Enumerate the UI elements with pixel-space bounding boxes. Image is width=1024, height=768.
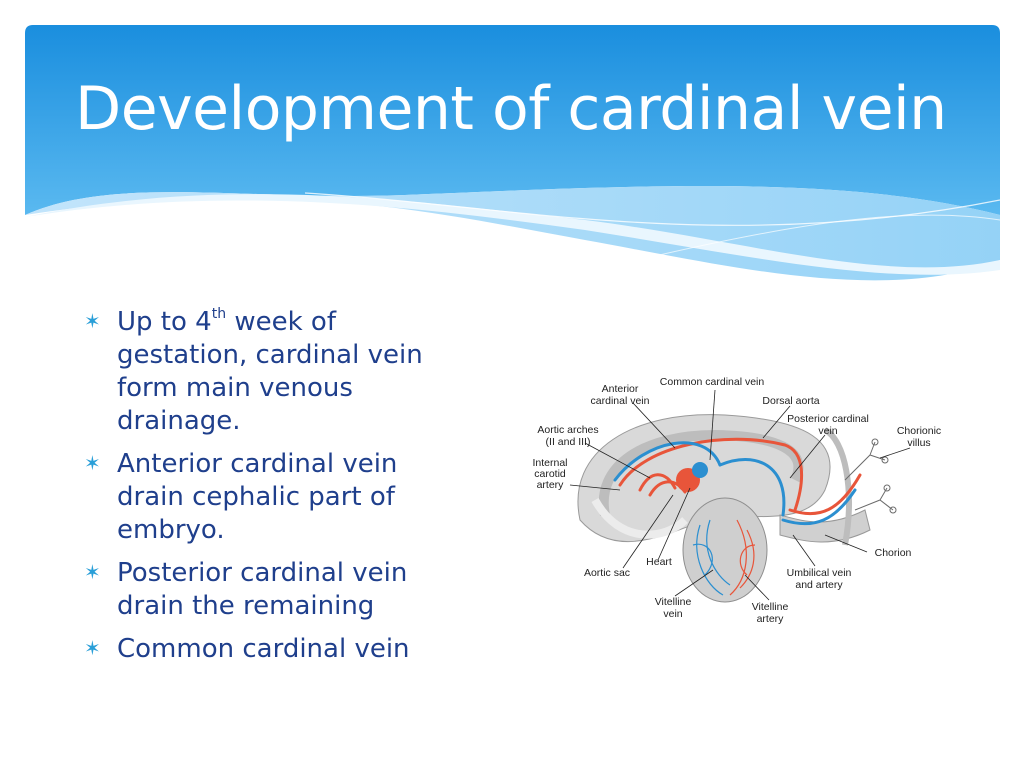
bullet-text: Common cardinal vein bbox=[117, 634, 410, 664]
asterisk-bullet-icon: ✶ bbox=[84, 560, 101, 584]
bullet-item: ✶ Up to 4th week of gestation, cardinal … bbox=[84, 306, 464, 438]
bullet-text-part: Up to 4 bbox=[117, 307, 212, 337]
label-common-cardinal-vein: Common cardinal vein bbox=[660, 376, 765, 388]
slide-title: Development of cardinal vein bbox=[75, 74, 947, 144]
asterisk-bullet-icon: ✶ bbox=[84, 636, 101, 660]
label-aortic-sac: Aortic sac bbox=[584, 567, 630, 579]
connecting-stalk bbox=[779, 509, 871, 543]
bullet-text: Anterior cardinal vein drain cephalic pa… bbox=[117, 449, 398, 545]
bullet-text: Posterior cardinal vein drain the remain… bbox=[117, 558, 408, 621]
umbilical-vein bbox=[781, 488, 857, 526]
asterisk-bullet-icon: ✶ bbox=[84, 451, 101, 475]
bullet-text: Up to 4th week of gestation, cardinal ve… bbox=[117, 307, 423, 436]
yolk-sac bbox=[682, 497, 768, 603]
label-chorion: Chorion bbox=[875, 547, 912, 559]
posterior-cardinal-vein bbox=[718, 457, 786, 517]
chorionic-villi bbox=[844, 438, 897, 514]
bullet-item: ✶ Anterior cardinal vein drain cephalic … bbox=[84, 448, 464, 547]
anterior-cardinal-vein bbox=[613, 441, 722, 482]
asterisk-bullet-icon: ✶ bbox=[84, 309, 101, 333]
bullet-item: ✶ Posterior cardinal vein drain the rema… bbox=[84, 557, 464, 623]
bullet-text-part: week of gestation, cardinal vein form ma… bbox=[117, 307, 423, 436]
bullet-list: ✶ Up to 4th week of gestation, cardinal … bbox=[84, 306, 464, 676]
label-heart: Heart bbox=[646, 556, 672, 568]
label-dorsal-aorta: Dorsal aorta bbox=[762, 395, 819, 407]
umbilical-artery bbox=[788, 473, 862, 516]
bullet-superscript: th bbox=[211, 306, 227, 323]
bullet-item: ✶ Common cardinal vein bbox=[84, 633, 464, 666]
header-banner bbox=[25, 25, 1000, 295]
dorsal-aorta bbox=[618, 437, 804, 512]
label-aortic-arches: Aortic arches(II and III) bbox=[537, 424, 598, 448]
